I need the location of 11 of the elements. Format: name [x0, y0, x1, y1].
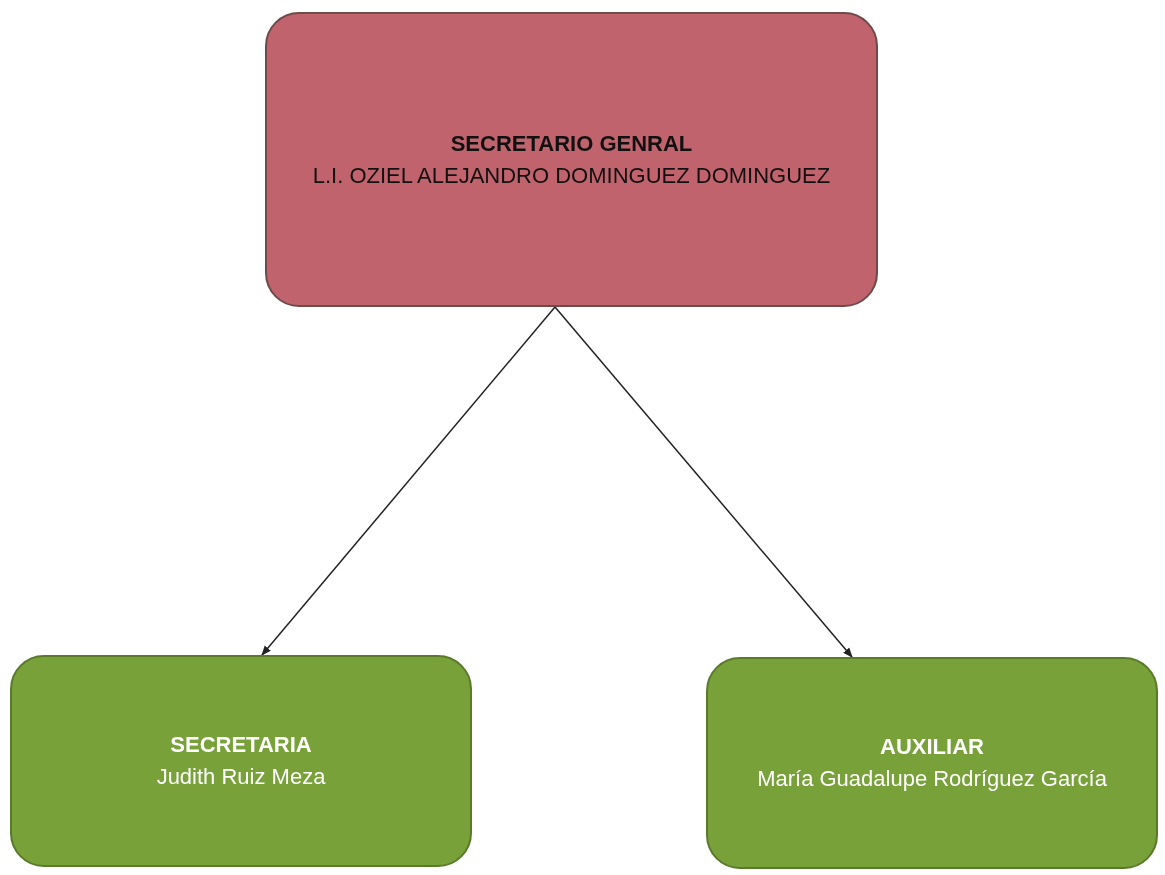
role-title: AUXILIAR: [880, 733, 984, 762]
role-title: SECRETARIO GENRAL: [450, 129, 693, 158]
arrow: [261, 306, 556, 656]
org-chart-box: [10, 655, 472, 867]
person-name: María Guadalupe Rodríguez García: [757, 765, 1107, 793]
arrow: [554, 306, 853, 658]
role-title: SECRETARIA: [170, 731, 312, 760]
org-chart-box: [265, 12, 878, 307]
org-chart-box: [706, 657, 1158, 869]
person-name: L.I. OZIEL ALEJANDRO DOMINGUEZ DOMINGUEZ: [312, 161, 831, 190]
person-name: Judith Ruiz Meza: [156, 763, 326, 791]
